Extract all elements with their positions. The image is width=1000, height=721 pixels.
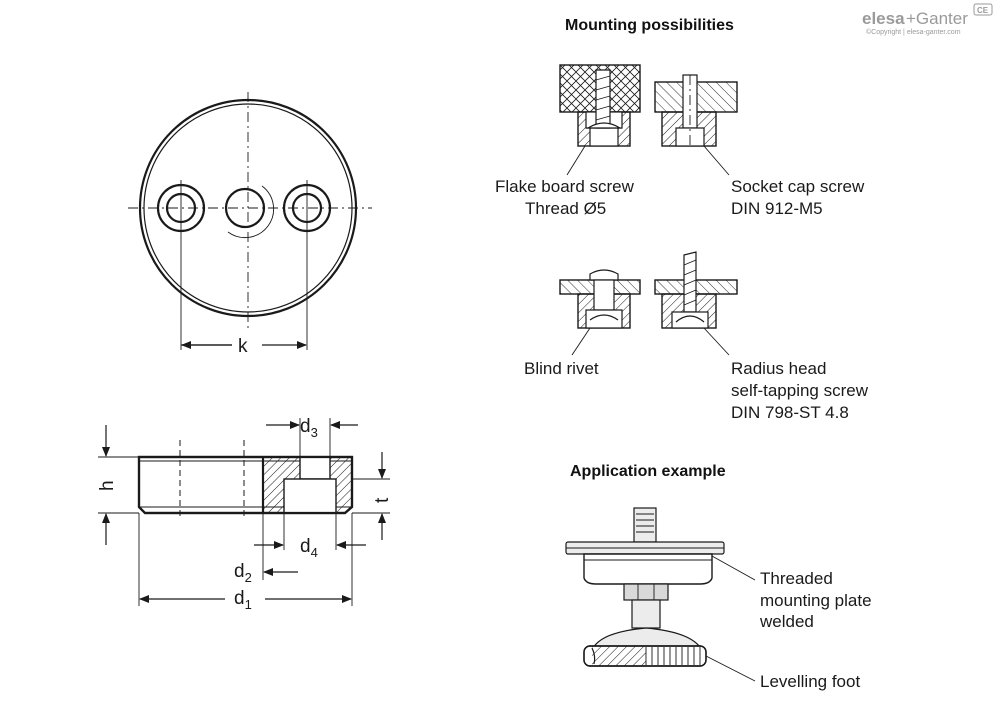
threaded-plate-label-1: Threaded	[760, 569, 833, 588]
dim-d2-main: d	[234, 561, 245, 582]
dim-h-label: h	[97, 480, 118, 491]
dim-d3-sub: 3	[311, 425, 318, 440]
threaded-plate-label-3: welded	[759, 612, 814, 631]
dim-k-label: k	[238, 336, 248, 357]
logo-text-left: elesa	[862, 9, 905, 28]
dim-d1-main: d	[234, 588, 245, 609]
application-title: Application example	[570, 463, 726, 480]
dim-d4-main: d	[300, 536, 311, 557]
threaded-plate-label-2: mounting plate	[760, 591, 872, 610]
side-section-drawing	[98, 418, 390, 606]
ce-badge-text: CE	[977, 6, 989, 15]
radius-head-label-1: Radius head	[731, 359, 826, 378]
dim-t-label: t	[372, 497, 393, 503]
radius-head-label-2: self-tapping screw	[731, 381, 869, 400]
socket-cap-label-1: Socket cap screw	[731, 177, 865, 196]
radius-head-screw-drawing	[654, 251, 738, 356]
socket-cap-screw-drawing	[654, 74, 738, 176]
flake-board-label-2: Thread Ø5	[525, 199, 606, 218]
radius-head-label-3: DIN 798-ST 4.8	[731, 403, 849, 422]
blind-rivet-drawing	[559, 269, 641, 356]
mounting-title: Mounting possibilities	[565, 17, 734, 34]
levelling-foot-label: Levelling foot	[760, 672, 860, 691]
dim-d1-label: d1	[234, 588, 252, 612]
dim-d1-sub: 1	[245, 597, 252, 612]
dim-d4-sub: 4	[311, 545, 318, 560]
blind-rivet-label: Blind rivet	[524, 359, 599, 378]
dim-d4-label: d4	[300, 536, 318, 560]
dim-d2-sub: 2	[245, 570, 252, 585]
socket-cap-label-2: DIN 912-M5	[731, 199, 823, 218]
logo-copyright: ©Copyright | elesa-ganter.com	[866, 28, 961, 36]
dim-d3-main: d	[300, 416, 311, 437]
application-example-drawing	[565, 507, 756, 682]
dim-d3-label: d3	[300, 416, 318, 440]
top-view-drawing	[128, 92, 372, 350]
ce-badge-icon	[973, 3, 993, 16]
flake-board-label-1: Flake board screw	[495, 177, 635, 196]
dim-d2-label: d2	[234, 561, 252, 585]
flake-board-screw-drawing	[559, 64, 641, 176]
elesa-ganter-logo: elesa +Ganter ©Copyright | elesa-ganter.…	[862, 3, 993, 36]
logo-text-right: +Ganter	[906, 9, 968, 28]
